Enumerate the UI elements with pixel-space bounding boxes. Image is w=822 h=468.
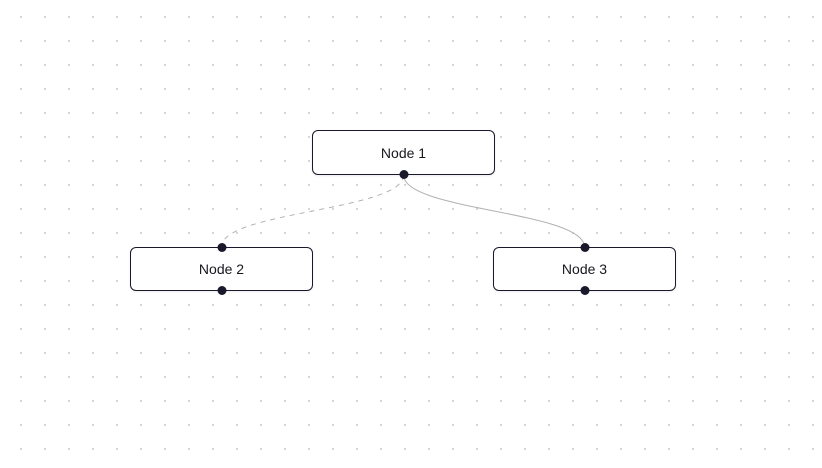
node-2-handle-source-bottom[interactable]	[217, 286, 226, 295]
node-3[interactable]: Node 3	[493, 243, 676, 295]
node-3-handle-source-bottom[interactable]	[580, 286, 589, 295]
edge-node1-node3[interactable]	[403, 174, 585, 248]
node-2-handle-target-top[interactable]	[217, 243, 226, 252]
node-2[interactable]: Node 2	[130, 243, 313, 295]
node-1-handle-source-bottom[interactable]	[399, 170, 408, 179]
node-3-label: Node 3	[561, 261, 608, 277]
node-2-label: Node 2	[198, 261, 245, 277]
edge-node1-node2[interactable]	[221, 174, 404, 248]
node-1-label: Node 1	[380, 144, 427, 161]
node-1[interactable]: Node 1	[312, 130, 495, 179]
node-3-handle-target-top[interactable]	[580, 243, 589, 252]
